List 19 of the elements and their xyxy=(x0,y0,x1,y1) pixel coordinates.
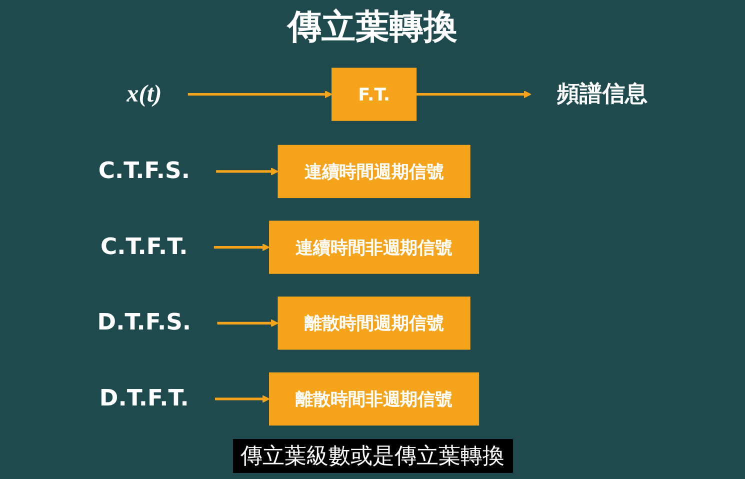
node-box: 離散時間週期信號 xyxy=(278,296,470,350)
node-box: F.T. xyxy=(332,68,417,121)
node-text: x(t) xyxy=(126,80,162,108)
node-box: 連續時間週期信號 xyxy=(278,144,470,198)
arrow xyxy=(214,243,270,252)
node-text: C.T.F.T. xyxy=(100,234,188,260)
node-text: D.T.F.S. xyxy=(97,310,192,336)
arrow xyxy=(416,90,532,98)
node-text: C.T.F.S. xyxy=(98,158,190,184)
title: 傳立葉轉換 xyxy=(286,6,458,49)
node-text: 頻譜信息 xyxy=(557,80,648,107)
node-box: 離散時間非週期信號 xyxy=(269,372,480,426)
caption: 傳立葉級數或是傳立葉轉換 xyxy=(232,439,512,473)
node-text: D.T.F.T. xyxy=(99,385,189,412)
arrow xyxy=(188,90,332,98)
arrow xyxy=(216,168,279,176)
node-box: 連續時間非週期信號 xyxy=(269,220,480,274)
arrow xyxy=(217,319,279,327)
arrow xyxy=(215,395,270,403)
